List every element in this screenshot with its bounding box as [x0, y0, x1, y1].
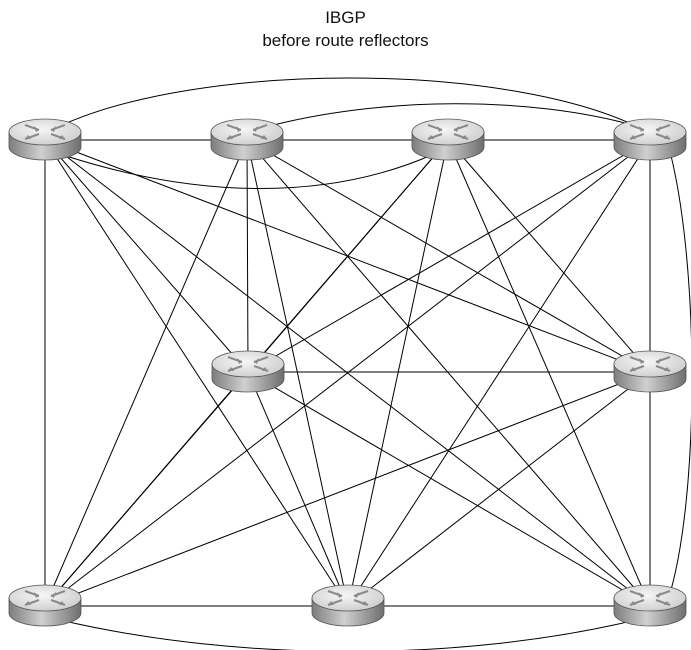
mesh-link-r1-r5: [44, 139, 249, 373]
router-icon: [210, 118, 284, 161]
mesh-link-r2-r9: [246, 139, 651, 607]
router-icon: [211, 350, 285, 393]
curved-link-r7-r9-arc: [59, 619, 637, 650]
mesh-link-r1-r8: [44, 139, 349, 607]
mesh-link-r3-r9: [447, 139, 651, 607]
mesh-link-r4-r8: [347, 139, 651, 607]
mesh-link-r4-r7: [44, 139, 651, 607]
router-r7: [8, 584, 82, 627]
router-icon: [411, 118, 485, 161]
router-icon: [8, 118, 82, 161]
curved-link-r2-r4-arc: [261, 103, 637, 129]
router-icon: [613, 350, 687, 393]
mesh-link-r4-r5: [247, 139, 651, 373]
mesh-link-r2-r5: [246, 139, 249, 373]
router-icon: [613, 584, 687, 627]
router-icon: [311, 584, 385, 627]
mesh-link-r3-r8: [347, 139, 449, 607]
mesh-link-r5-r9: [247, 371, 651, 607]
router-r2: [210, 118, 284, 161]
mesh-link-r6-r8: [347, 371, 651, 607]
mesh-link-r6-r7: [44, 371, 651, 607]
router-r6: [613, 350, 687, 393]
mesh-link-r2-r7: [44, 139, 248, 607]
mesh-link-r5-r7: [44, 371, 249, 607]
mesh-link-r5-r8: [247, 371, 349, 607]
router-r8: [311, 584, 385, 627]
router-icon: [8, 584, 82, 627]
links-layer: [44, 77, 691, 650]
curved-link-r4-r9-arc: [667, 143, 691, 601]
title-line-1: IBGP: [325, 8, 366, 27]
curved-link-r1-r3-arc: [59, 153, 435, 189]
router-r4: [613, 118, 687, 161]
router-r9: [613, 584, 687, 627]
curved-link-r1-r4-arc: [59, 77, 637, 127]
router-r5: [211, 350, 285, 393]
mesh-link-r3-r6: [447, 139, 651, 373]
router-icon: [613, 118, 687, 161]
router-r3: [411, 118, 485, 161]
diagram-title: IBGP before route reflectors: [0, 6, 691, 52]
mesh-link-r2-r8: [246, 139, 349, 607]
routers-layer: [8, 118, 687, 627]
title-line-2: before route reflectors: [262, 31, 429, 50]
router-r1: [8, 118, 82, 161]
